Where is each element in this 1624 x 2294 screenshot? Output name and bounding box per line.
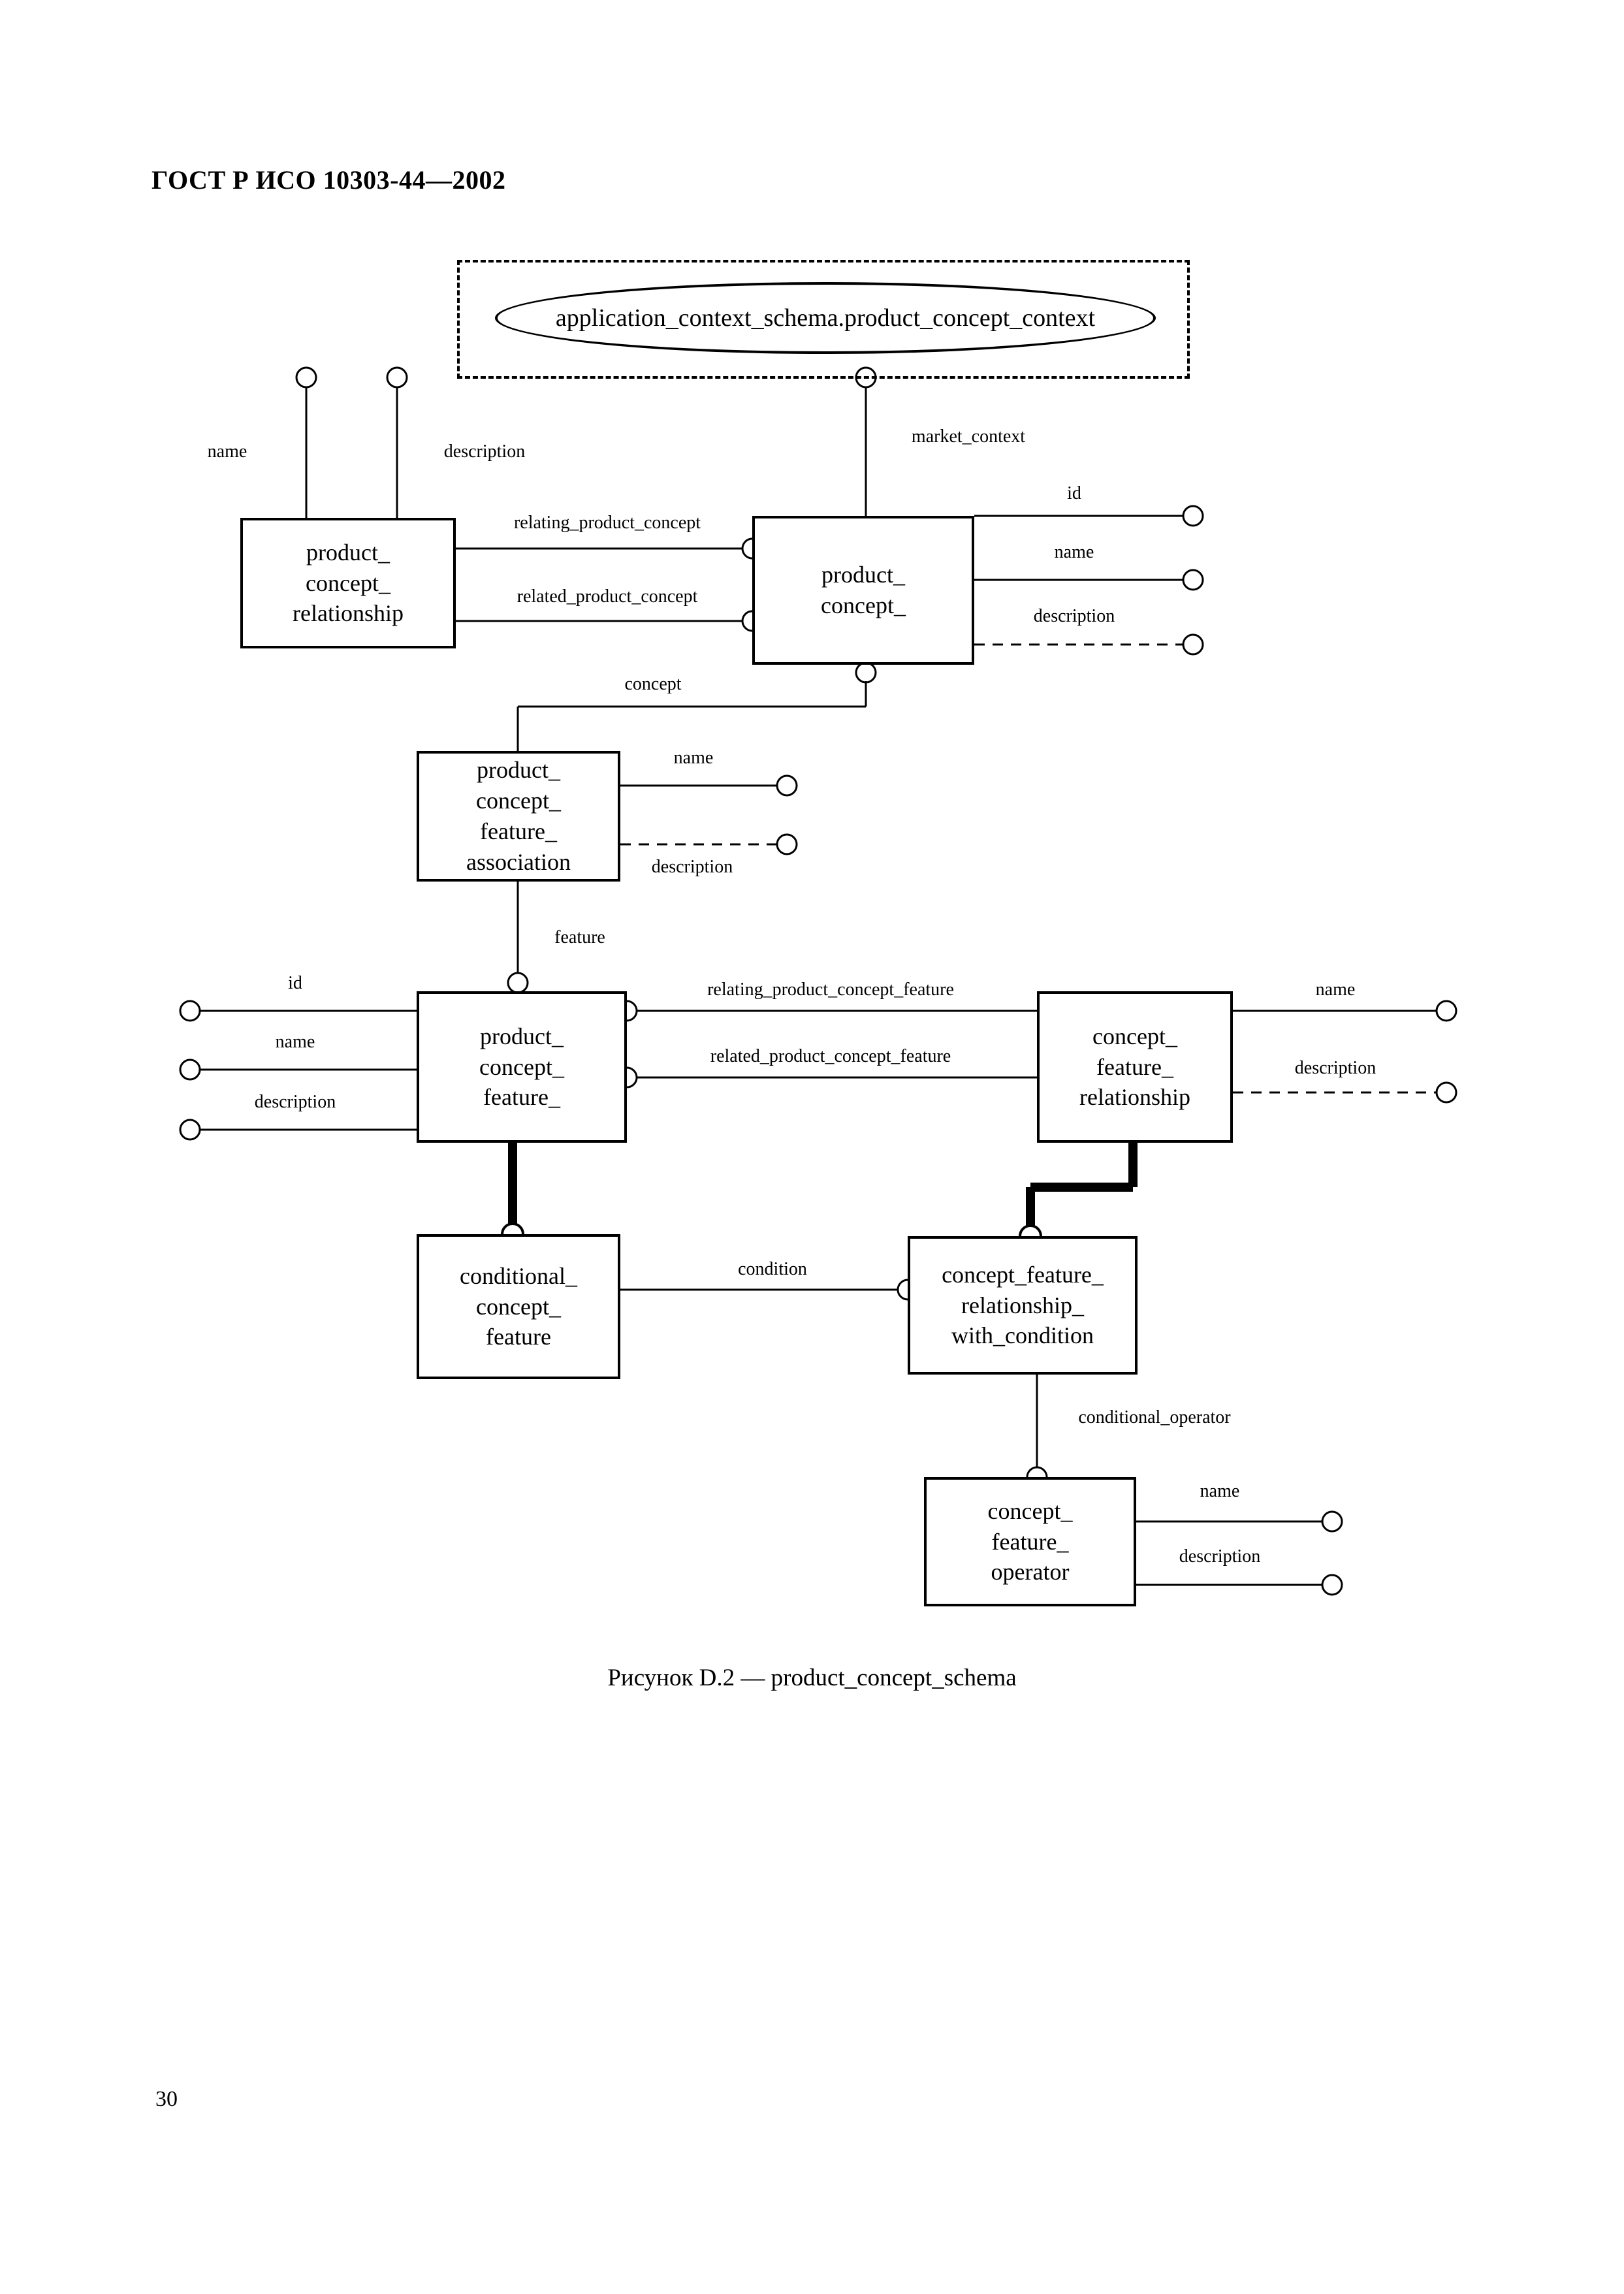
entity-line: feature_ [991,1528,1069,1555]
label-related-product-concept-feature: related_product_concept_feature [710,1046,951,1066]
label-pcf-description: description [254,1092,336,1112]
entity-product-concept-relationship[interactable]: product_ concept_ relationship [240,518,456,648]
entity-line: product_ [477,757,560,784]
label-pcfa-description: description [651,857,733,877]
entity-line: feature [486,1324,551,1350]
label-relating-product-concept-feature: relating_product_concept_feature [707,980,954,1000]
entity-line: concept_ [821,592,906,618]
label-product-concept-relationship-name: name [207,441,247,462]
entity-line: concept_feature_ [942,1261,1104,1288]
page-number: 30 [155,2087,178,2111]
entity-line: feature_ [1096,1053,1173,1080]
entity-product-concept-feature[interactable]: product_ concept_ feature_ [417,991,627,1143]
figure-caption: Рисунок D.2 — product_concept_schema [607,1665,1017,1691]
schema-reference-box [457,260,1190,379]
entity-line: relationship [293,600,404,627]
schema-reference-ellipse[interactable]: application_context_schema.product_conce… [495,282,1156,354]
entity-line: feature_ [480,818,557,844]
diagram-connectors [179,366,1457,1596]
schema-reference-label: application_context_schema.product_conce… [555,304,1096,332]
label-pcfa-name: name [673,748,714,768]
entity-concept-feature-relationship[interactable]: concept_ feature_ relationship [1037,991,1233,1143]
label-cfo-name: name [1200,1481,1240,1501]
label-pcf-name: name [275,1032,315,1052]
entity-line: with_condition [951,1322,1094,1349]
label-feature: feature [554,927,605,948]
label-cfo-description: description [1179,1546,1261,1567]
entity-concept-feature-operator[interactable]: concept_ feature_ operator [924,1477,1136,1606]
label-condition: condition [738,1259,807,1279]
entity-line: feature_ [483,1084,560,1111]
entity-line: concept_ [476,1293,561,1320]
label-conditional-operator: conditional_operator [1078,1407,1231,1427]
entity-concept-feature-relationship-with-condition[interactable]: concept_feature_ relationship_ with_cond… [908,1236,1138,1375]
entity-line: relationship [1079,1084,1190,1111]
entity-line: operator [991,1559,1070,1585]
entity-line: product_ [306,539,390,566]
label-product-concept-relationship-description: description [443,441,526,462]
entity-line: product_ [821,562,905,588]
label-cfr-description: description [1294,1058,1377,1078]
label-pcf-id: id [288,973,302,993]
entity-line: concept_ [987,1497,1073,1524]
label-product-concept-id: id [1067,483,1081,503]
entity-line: concept_ [306,569,390,596]
label-product-concept-description: description [1033,606,1115,626]
entity-product-concept-feature-association[interactable]: product_ concept_ feature_ association [417,751,620,882]
entity-line: concept_ [1092,1023,1177,1049]
label-relating-product-concept: relating_product_concept [513,513,701,533]
label-product-concept-name: name [1054,542,1094,562]
entity-product-concept[interactable]: product_ concept_ [752,516,974,665]
entity-conditional-concept-feature[interactable]: conditional_ concept_ feature [417,1234,620,1379]
express-g-diagram: application_context_schema.product_conce… [179,260,1457,1606]
label-market-context: market_context [911,426,1026,447]
entity-line: concept_ [479,1053,564,1080]
label-cfr-name: name [1315,980,1356,1000]
label-concept: concept [624,674,682,694]
entity-line: concept_ [476,788,561,814]
entity-line: product_ [480,1023,564,1049]
entity-line: conditional_ [460,1262,577,1289]
entity-line: relationship_ [961,1292,1084,1318]
document-header: ГОСТ Р ИСО 10303-44—2002 [151,165,506,195]
entity-line: association [466,848,571,875]
label-related-product-concept: related_product_concept [517,586,698,607]
